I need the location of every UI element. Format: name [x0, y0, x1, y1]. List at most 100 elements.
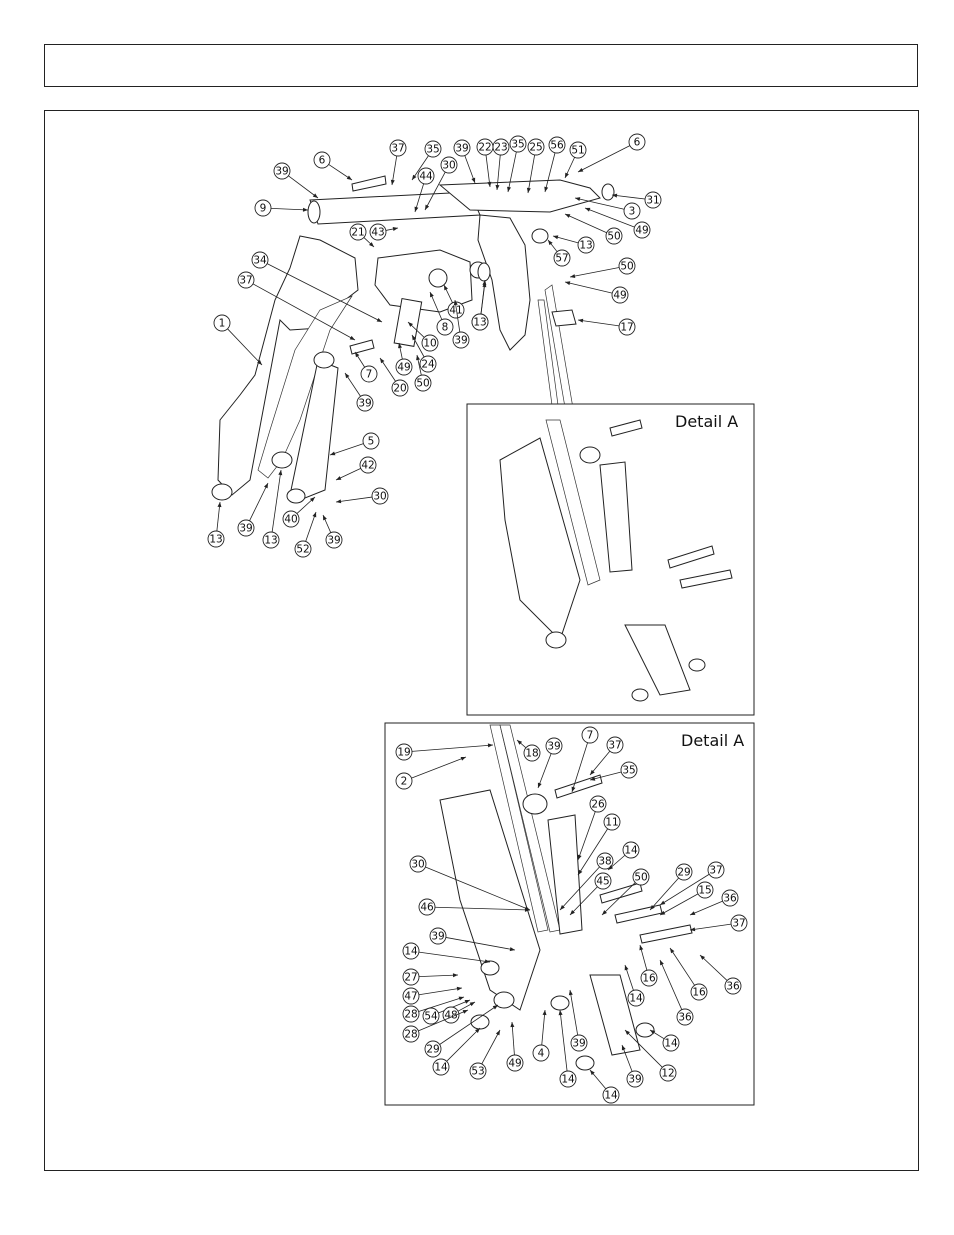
callout-number: 5: [368, 436, 375, 448]
leader-line: [411, 744, 494, 752]
leader-arrowhead: [553, 235, 559, 240]
leader-arrowhead: [309, 497, 315, 502]
callout-number: 14: [629, 993, 643, 1005]
leader-arrowhead: [650, 904, 655, 910]
leader-arrowhead: [456, 986, 462, 991]
callout-circle: [254, 199, 272, 217]
leader-line: [266, 263, 383, 323]
callout-circle: [690, 983, 708, 1001]
bushing-section: [545, 631, 567, 649]
callout-number: 43: [371, 227, 384, 239]
callout-number: 28: [404, 1029, 417, 1041]
callout-number: 14: [604, 1090, 618, 1102]
callout-number: 35: [622, 765, 635, 777]
leader-line: [305, 511, 317, 542]
leader-arrowhead: [624, 965, 629, 971]
callout-circle: [359, 456, 377, 474]
callout-number: 28: [404, 1009, 417, 1021]
callout-circle: [424, 1040, 442, 1058]
leader-arrowhead: [700, 955, 706, 960]
leader-arrowhead: [487, 743, 493, 748]
callout-circle: [548, 136, 566, 154]
callout-number: 34: [253, 255, 267, 267]
leader-arrowhead: [565, 281, 571, 286]
leader-line: [270, 207, 309, 211]
leader-arrowhead: [408, 322, 413, 327]
callout-circle: [675, 863, 693, 881]
callout-number: 35: [511, 139, 524, 151]
bushing-13-c: [531, 228, 549, 244]
callout-upper-40: 40: [282, 496, 316, 528]
callout-number: 6: [634, 137, 641, 149]
callout-number: 39: [358, 398, 371, 410]
callout-number: 45: [596, 876, 609, 888]
callout-circle: [559, 1070, 577, 1088]
callout-lower-37: 37: [659, 861, 725, 906]
leader-line: [564, 213, 607, 234]
bushing-section-3: [688, 658, 706, 672]
callout-number: 50: [607, 231, 620, 243]
callout-lower-47: 47: [402, 986, 463, 1005]
callout-circle: [237, 271, 255, 289]
callout-upper-37: 37: [237, 271, 356, 341]
callout-lower-53: 53: [469, 1029, 501, 1080]
callout-number: 35: [426, 144, 439, 156]
arm-detail: [439, 789, 541, 1011]
callout-number: 14: [664, 1038, 678, 1050]
callout-circle: [402, 1005, 420, 1023]
leader-arrowhead: [537, 782, 542, 788]
callout-number: 49: [613, 290, 626, 302]
leader-arrowhead: [590, 1070, 595, 1076]
callout-lower-27: 27: [402, 968, 459, 986]
callout-lower-18: 18: [516, 739, 541, 762]
callout-circle: [620, 761, 638, 779]
callout-number: 49: [397, 362, 410, 374]
pin-section-2: [667, 545, 715, 569]
pin-7: [349, 339, 375, 355]
callout-upper-42: 42: [335, 456, 377, 481]
callout-number: 39: [431, 931, 444, 943]
callout-lower-39: 39: [537, 737, 563, 789]
callout-lower-14: 14: [649, 1029, 680, 1052]
callout-circle: [402, 968, 420, 986]
callout-circle: [611, 286, 629, 304]
leader-arrowhead: [565, 172, 569, 178]
callout-circle: [417, 167, 435, 185]
pin-section: [609, 419, 643, 437]
callout-upper-37: 37: [389, 139, 407, 186]
leader-arrowhead: [398, 343, 402, 349]
callout-number: 16: [642, 973, 656, 985]
leader-line: [434, 906, 531, 911]
callout-upper-1: 1: [213, 314, 263, 366]
link-arm-section: [624, 624, 691, 696]
leader-arrowhead: [312, 193, 318, 198]
callout-number: 31: [646, 195, 659, 207]
callout-number: 39: [628, 1074, 641, 1086]
leader-line: [335, 496, 373, 503]
callout-upper-41: 41: [443, 284, 465, 319]
leader-arrowhead: [392, 227, 398, 231]
callout-number: 42: [361, 460, 374, 472]
callout-circle: [262, 531, 280, 549]
callout-upper-24: 24: [411, 334, 437, 373]
callout-lower-49: 49: [506, 1021, 524, 1072]
leader-arrowhead: [608, 865, 614, 870]
callout-lower-7: 7: [571, 726, 599, 793]
leader-arrowhead: [390, 179, 395, 185]
callout-upper-39: 39: [322, 514, 343, 549]
callout-lower-16: 16: [669, 947, 708, 1001]
callout-lower-29: 29: [424, 1004, 499, 1058]
callout-circle: [313, 151, 331, 169]
leader-arrowhead: [621, 1045, 626, 1051]
callout-number: 13: [473, 317, 486, 329]
callout-upper-30: 30: [424, 156, 458, 211]
rod-section: [545, 419, 601, 586]
leader-line: [527, 154, 536, 194]
pin-detail-2: [599, 882, 643, 904]
leader-arrowhead: [412, 174, 417, 180]
callout-circle: [676, 1008, 694, 1026]
callout-number: 19: [397, 747, 410, 759]
callout-circle: [589, 795, 607, 813]
leader-line: [418, 987, 463, 996]
leader-arrowhead: [650, 1030, 656, 1035]
